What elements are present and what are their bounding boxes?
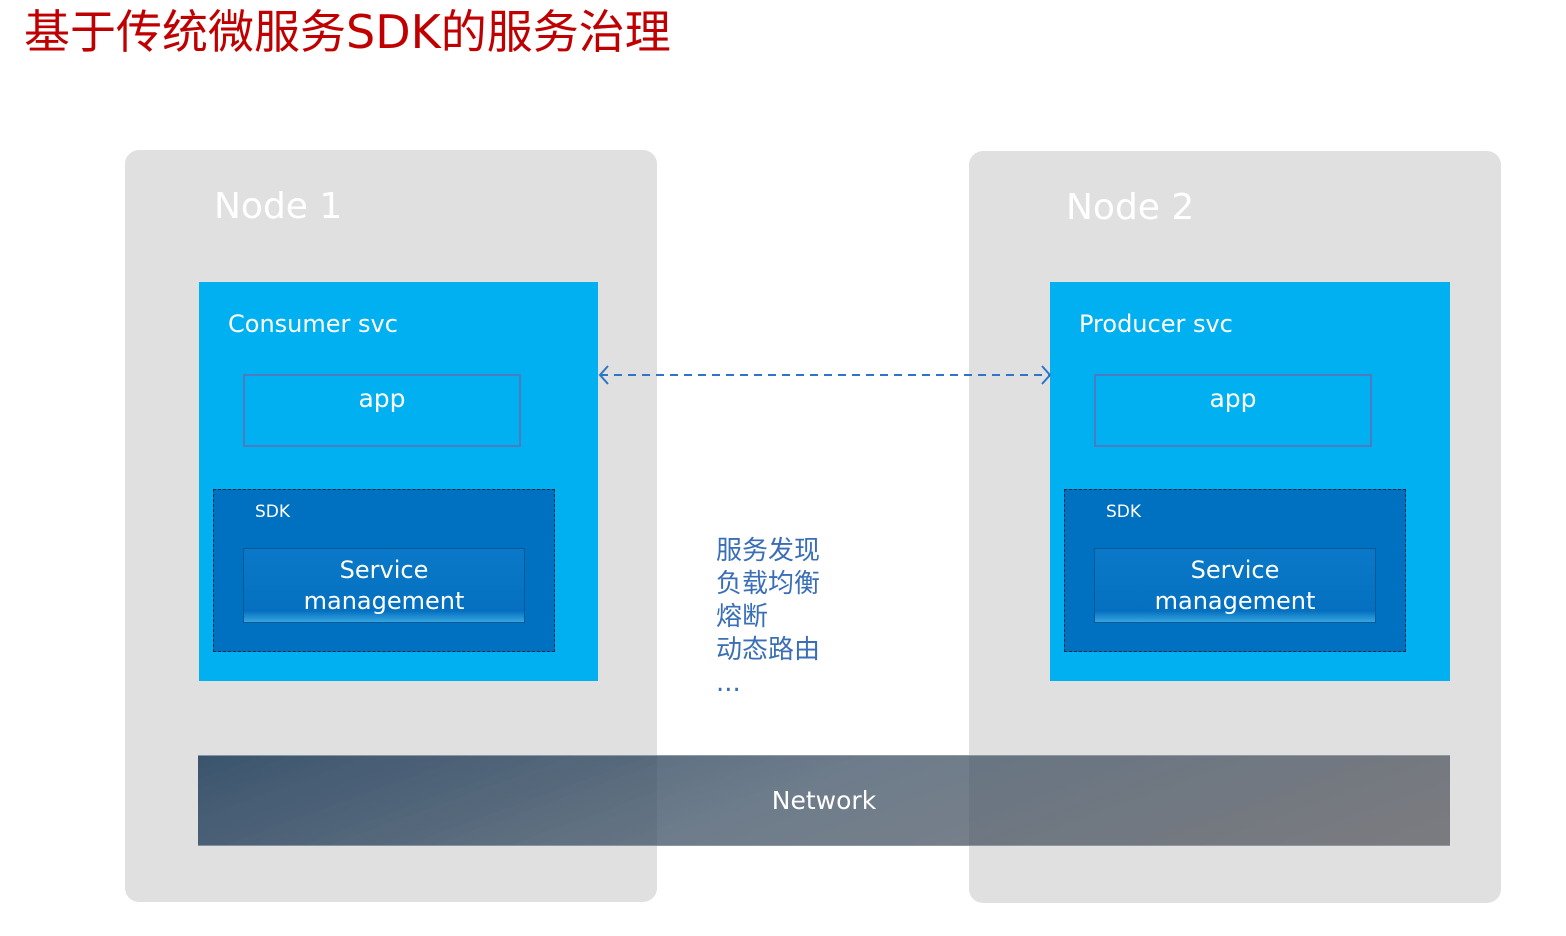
node-label: Node 2	[1066, 187, 1195, 228]
node-label: Node 1	[214, 186, 343, 227]
feature-item: 熔断	[716, 602, 769, 632]
consumer-service: Consumer svc app SDK Service management	[199, 282, 598, 681]
sdk-box: SDK Service management	[1064, 489, 1406, 652]
app-box: app	[1094, 374, 1372, 447]
service-management-line2: management	[303, 586, 465, 615]
app-box: app	[243, 374, 521, 447]
sdk-label: SDK	[1106, 502, 1142, 522]
app-label: app	[358, 384, 406, 413]
service-management-line2: management	[1154, 586, 1316, 615]
bidirectional-arrow	[598, 365, 1052, 385]
service-management-line1: Service	[1190, 555, 1280, 584]
service-label: Producer svc	[1079, 310, 1233, 338]
features-list: 服务发现 负载均衡 熔断 动态路由 ...	[716, 535, 820, 700]
feature-item: ...	[716, 668, 741, 698]
arrow-head-right	[1041, 365, 1052, 385]
feature-item: 负载均衡	[716, 569, 821, 599]
service-label: Consumer svc	[228, 310, 398, 338]
sdk-box: SDK Service management	[213, 489, 555, 652]
network-bar: Network	[198, 755, 1450, 846]
producer-service: Producer svc app SDK Service management	[1050, 282, 1450, 681]
page-title: 基于传统微服务SDK的服务治理	[24, 5, 671, 59]
service-management-line1: Service	[339, 555, 429, 584]
sdk-label: SDK	[255, 502, 291, 522]
feature-item: 服务发现	[716, 536, 821, 566]
feature-item: 动态路由	[716, 635, 821, 665]
app-label: app	[1209, 384, 1257, 413]
network-label: Network	[771, 786, 877, 815]
service-management-box: Service management	[1094, 548, 1376, 623]
service-management-box: Service management	[243, 548, 525, 623]
arrow-head-left	[598, 365, 609, 385]
